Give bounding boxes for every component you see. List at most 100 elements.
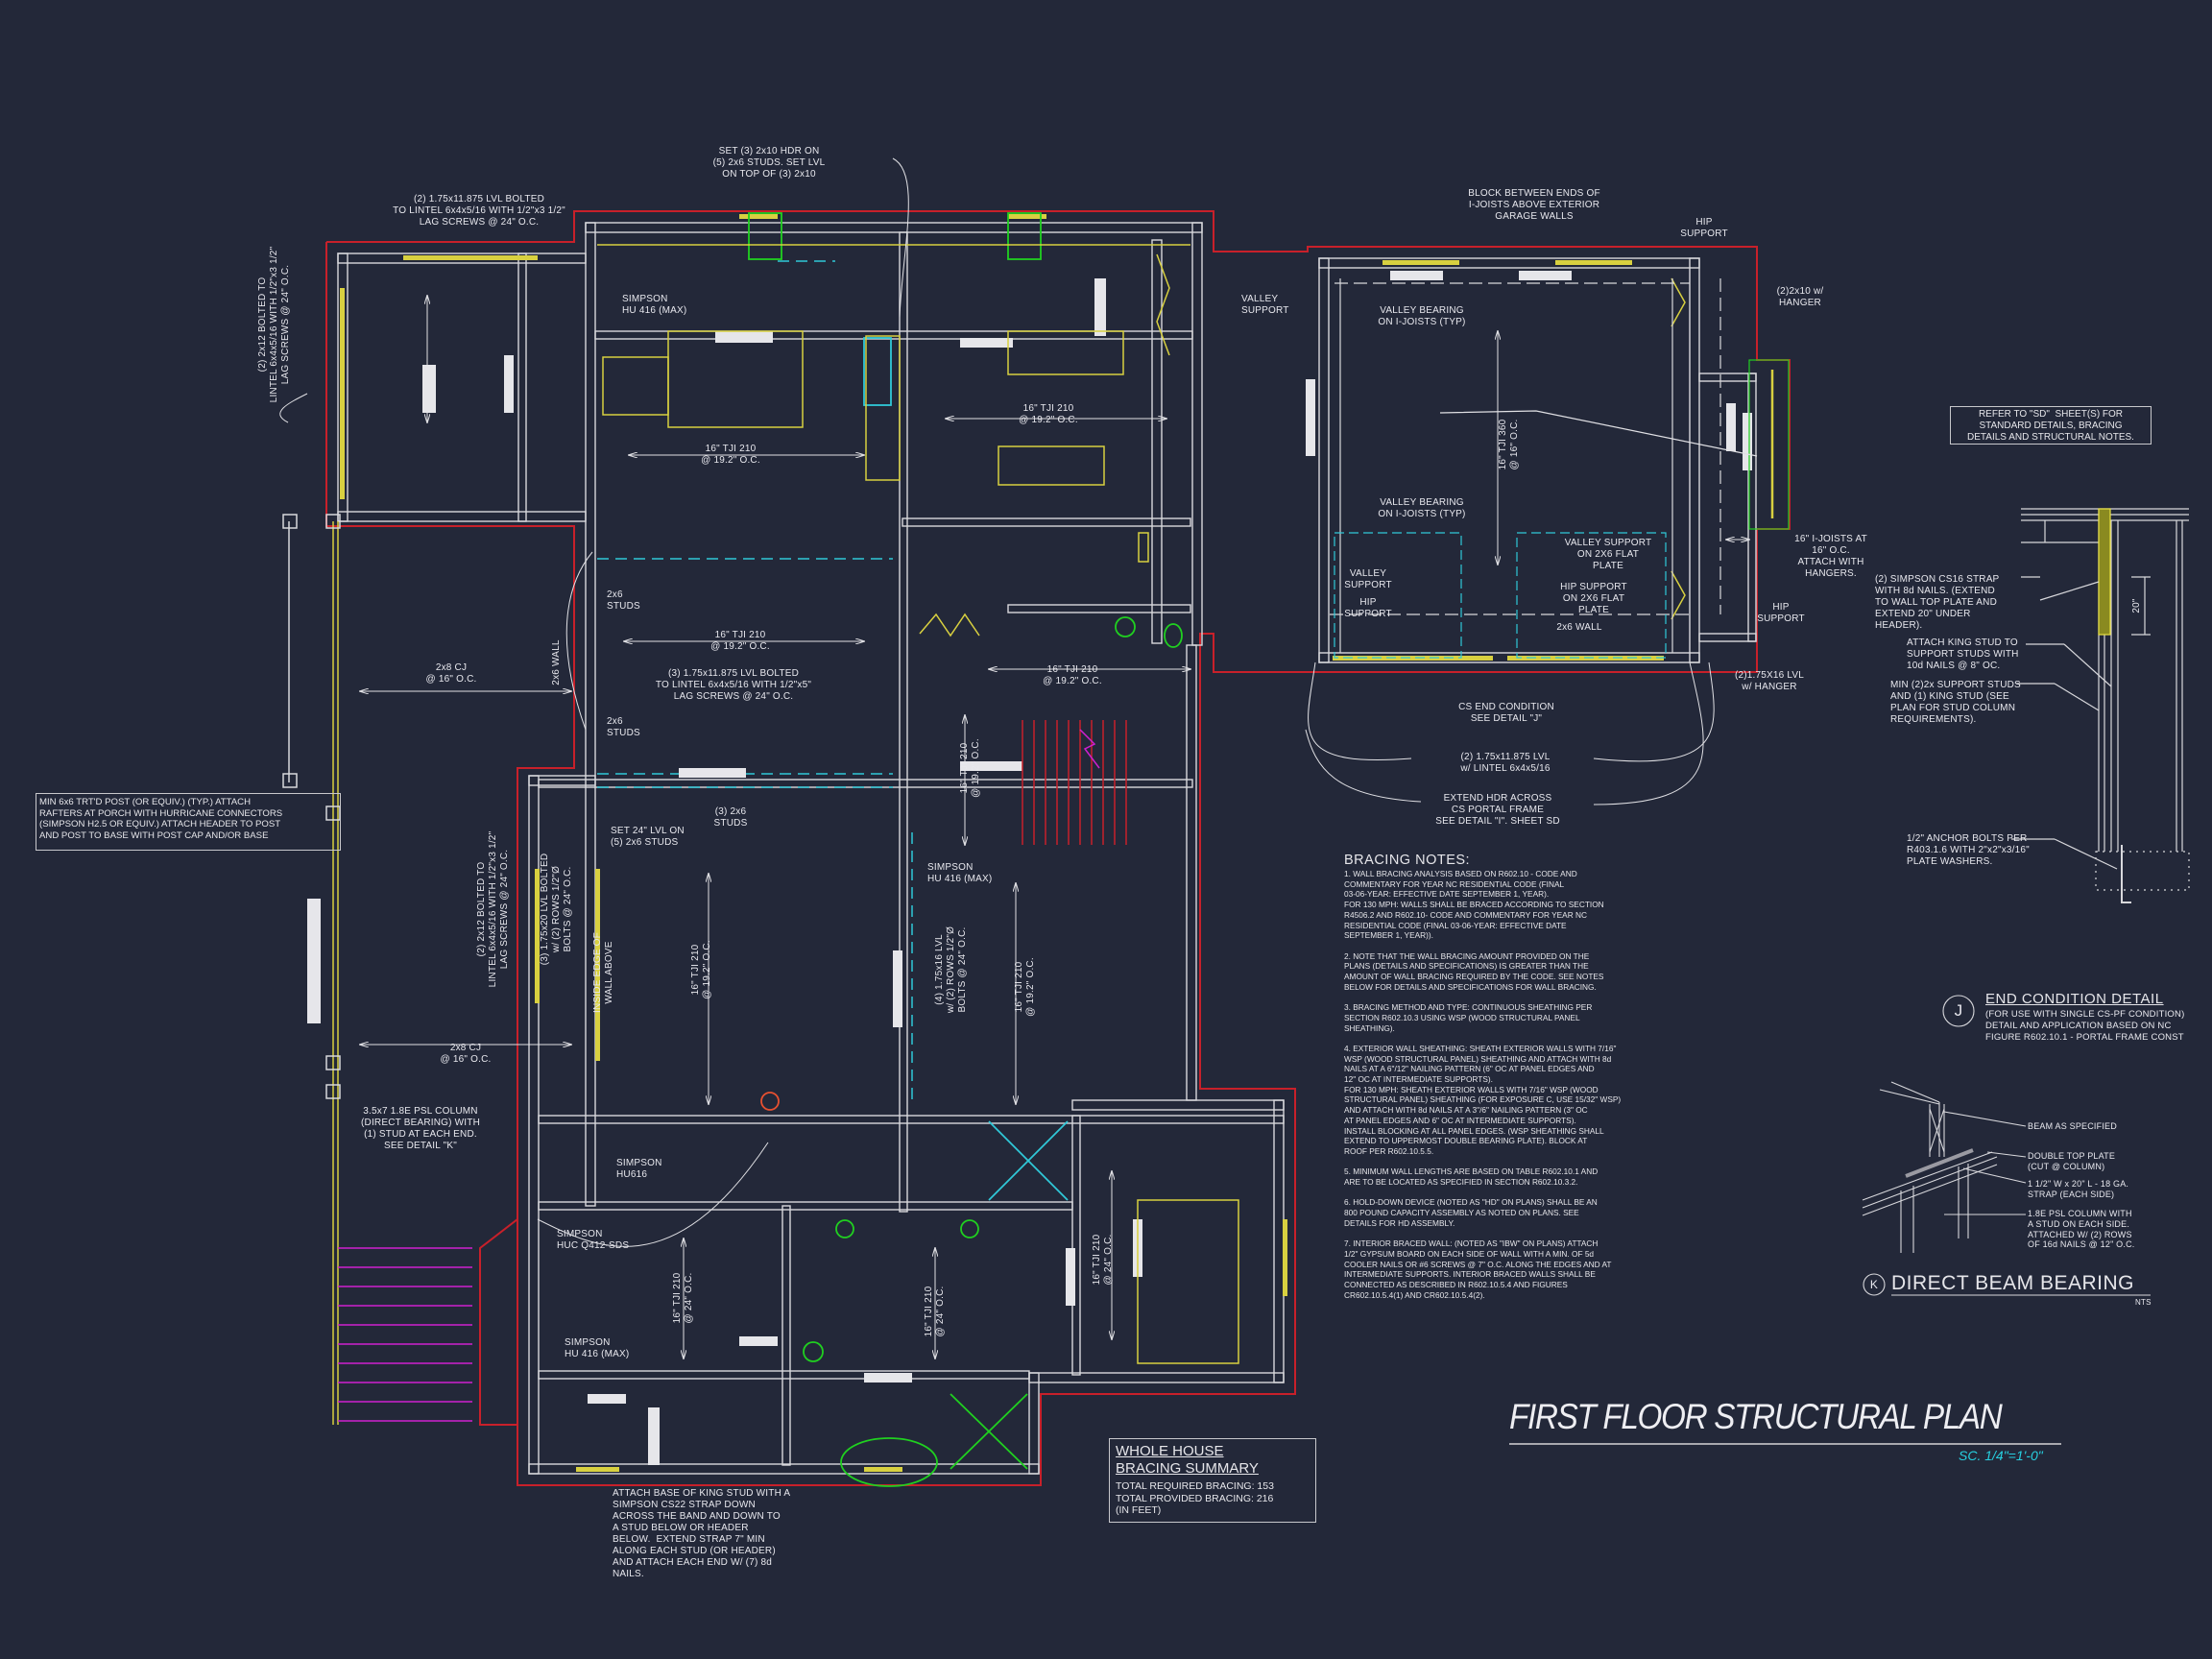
provided-bracing: TOTAL PROVIDED BRACING: 216 <box>1116 1492 1274 1504</box>
wall <box>1028 1372 1040 1475</box>
lvl-tag <box>960 338 1013 348</box>
summary-heading: WHOLE HOUSE <box>1116 1443 1224 1459</box>
garage-framing <box>1330 278 1790 659</box>
lvl-tag <box>648 1407 660 1465</box>
bracing-note: 6. HOLD-DOWN DEVICE (NOTED AS "HD" ON PL… <box>1344 1197 1598 1228</box>
plan-label: INSIDE EDGE OF WALL ABOVE <box>592 932 614 1013</box>
plan-label: HIP SUPPORT <box>1680 217 1728 239</box>
plan-label: HIP SUPPORT <box>1344 597 1392 619</box>
plan-label: 16" TJI 210 @ 24" O.C. <box>1092 1234 1114 1286</box>
wall <box>1273 1099 1285 1383</box>
walls <box>337 222 1757 1475</box>
detail-label: BEAM AS SPECIFIED <box>2028 1121 2117 1131</box>
header <box>1283 1219 1287 1296</box>
detail-label: (2) SIMPSON CS16 STRAP WITH 8d NAILS. (E… <box>1875 574 2000 631</box>
plan-label: 3.5x7 1.8E PSL COLUMN (DIRECT BEARING) W… <box>360 1106 481 1151</box>
porch-post-note: MIN 6x6 TRT'D POST (OR EQUIV.) (TYP.) AT… <box>36 793 341 851</box>
interior-stairs <box>1022 720 1127 845</box>
lvl-tag <box>588 1394 626 1404</box>
plan-label: SIMPSON HU 416 (MAX) <box>565 1337 630 1359</box>
title-underline <box>1509 1443 2061 1445</box>
plan-label: 2x8 CJ @ 16" O.C. <box>440 1043 492 1065</box>
wall <box>538 1370 1030 1380</box>
wall <box>1191 222 1203 646</box>
drawing-scale: SC. 1/4"=1'-0" <box>1959 1448 2043 1463</box>
plan-label: VALLEY SUPPORT <box>1344 568 1392 590</box>
leader-lines <box>279 157 1715 1247</box>
plan-label: 16" TJI 210 @ 24" O.C. <box>672 1272 694 1324</box>
detail-label: 1 1/2" W x 20" L - 18 GA. STRAP (EACH SI… <box>2028 1179 2129 1199</box>
header <box>340 288 345 499</box>
wall <box>538 779 1193 788</box>
plan-label: HIP SUPPORT <box>1757 602 1805 624</box>
wall <box>1318 257 1700 269</box>
detail-label: 1/2" ANCHOR BOLTS PER R403.1.6 WITH 2"x2… <box>1907 833 2030 867</box>
plan-label: (2)2x10 w/ HANGER <box>1776 286 1824 308</box>
plan-label: 2x8 CJ @ 16" O.C. <box>425 662 477 685</box>
plan-label: 16" TJI 210 @ 19.2" O.C. <box>1014 957 1036 1017</box>
end-condition-title: END CONDITION DETAIL <box>1985 991 2164 1007</box>
exterior-stairs <box>338 1247 472 1422</box>
wall <box>902 517 1191 527</box>
wall <box>528 775 596 786</box>
detail-label: 1.8E PSL COLUMN WITH A STUD ON EACH SIDE… <box>2028 1209 2135 1250</box>
plan-label: 2x6 STUDS <box>607 716 640 738</box>
plan-label: 2x6 STUDS <box>607 589 640 612</box>
wall <box>1318 652 1700 663</box>
header <box>595 869 600 1061</box>
wall <box>1689 257 1700 663</box>
detail-label: MIN (2)2x SUPPORT STUDS AND (1) KING STU… <box>1890 680 2021 725</box>
summary-heading: BRACING SUMMARY <box>1116 1460 1259 1477</box>
bracing-note: 5. MINIMUM WALL LENGTHS ARE BASED ON TAB… <box>1344 1166 1599 1188</box>
plan-label: (3) 2x6 STUDS <box>713 806 748 829</box>
wall <box>585 222 1203 233</box>
lvl-tag <box>1390 271 1443 280</box>
plan-label: (3) 1.75x11.875 LVL BOLTED TO LINTEL 6x4… <box>655 668 812 702</box>
lvl-tag <box>679 768 746 778</box>
refer-sd-sheet-note: REFER TO "SD" SHEET(S) FOR STANDARD DETA… <box>1950 406 2152 445</box>
plan-label: BLOCK BETWEEN ENDS OF I-JOISTS ABOVE EXT… <box>1468 188 1600 222</box>
wall <box>1071 1099 1285 1111</box>
detail-label: DOUBLE TOP PLATE (CUT @ COLUMN) <box>2028 1151 2116 1171</box>
plan-label: VALLEY BEARING ON I-JOISTS (TYP) <box>1378 497 1466 519</box>
wall <box>585 222 596 1207</box>
plan-label: 16" TJI 210 @ 19.2" O.C. <box>701 444 760 466</box>
header <box>1382 260 1459 265</box>
dimension-label: 20" <box>2131 598 2142 613</box>
wall <box>1028 1372 1285 1383</box>
end-condition-text: (FOR USE WITH SINGLE CS-PF CONDITION) DE… <box>1985 1009 2185 1043</box>
drawing-title: FIRST FLOOR STRUCTURAL PLAN <box>1509 1397 2003 1436</box>
detail-tag-circle-j <box>1942 995 1975 1027</box>
bracing-summary-box: WHOLE HOUSE BRACING SUMMARY TOTAL REQUIR… <box>1109 1438 1316 1523</box>
plan-label: (2) 1.75x11.875 LVL w/ LINTEL 6x4x5/16 <box>1460 752 1551 774</box>
plan-label: 16" TJI 210 @ 19.2" O.C. <box>710 630 770 652</box>
header <box>535 869 540 1003</box>
lvl-tag <box>893 950 902 1027</box>
bracing-note: 3. BRACING METHOD AND TYPE: CONTINUOUS S… <box>1344 1002 1593 1033</box>
wall <box>1698 633 1757 642</box>
plan-label: VALLEY SUPPORT <box>1241 294 1289 316</box>
header <box>576 1467 619 1472</box>
wall <box>899 231 908 1213</box>
header <box>739 214 778 219</box>
lvl-tag <box>1066 1248 1075 1306</box>
wall <box>1007 604 1191 613</box>
header <box>1333 656 1493 661</box>
wall <box>1318 257 1330 663</box>
detail-tag-circle-k <box>1863 1273 1886 1296</box>
wall <box>594 330 1193 340</box>
plan-label: SET 24" LVL ON (5) 2x6 STUDS <box>611 826 685 848</box>
detail-tag-k: K <box>1869 1278 1879 1291</box>
lvl-tag <box>715 331 773 343</box>
nts-label: NTS <box>2135 1298 2152 1307</box>
direct-beam-bearing-drawing <box>1862 995 2151 1296</box>
plan-label: 16" TJI 360 @ 16" O.C. <box>1498 419 1520 470</box>
lvl-tag <box>1519 271 1572 280</box>
plan-label: 16" TJI 210 @ 19.2" O.C. <box>690 940 712 999</box>
plan-label: 2x6 WALL <box>1556 622 1602 633</box>
bracing-note: 2. NOTE THAT THE WALL BRACING AMOUNT PRO… <box>1344 950 1604 992</box>
lvl-tag <box>739 1336 778 1346</box>
fixtures <box>748 212 1183 1487</box>
lvl-tag <box>1743 413 1752 470</box>
